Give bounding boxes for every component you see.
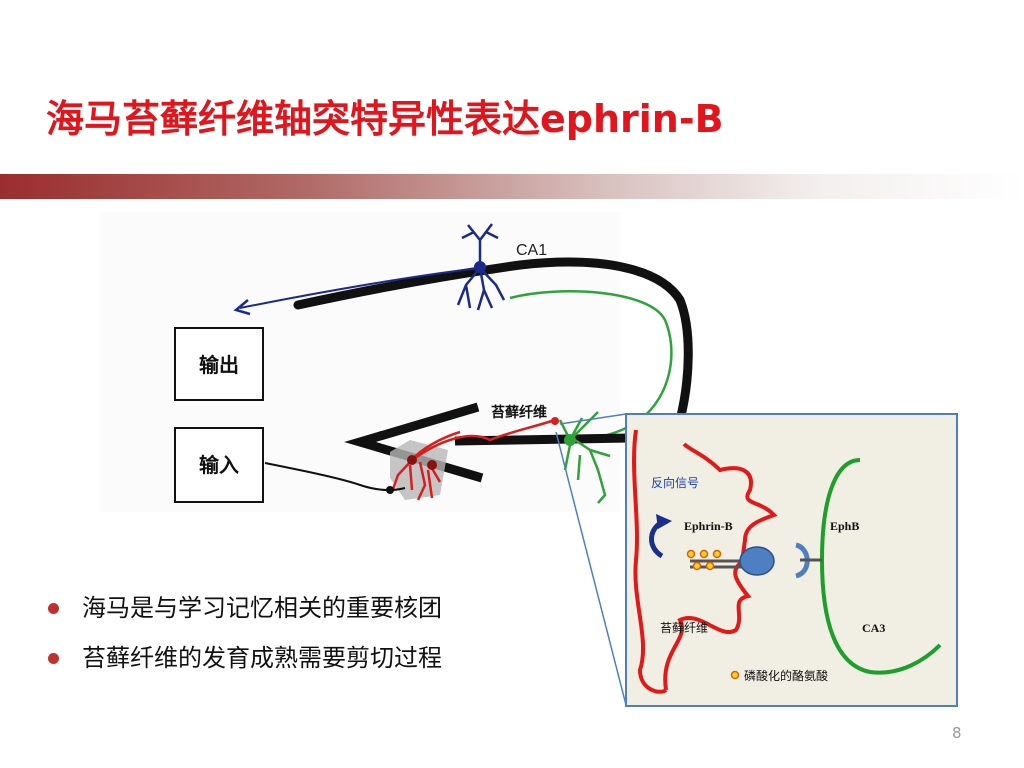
bullet-dot: [48, 653, 59, 664]
inset-mossy-fiber-label: 苔藓纤维: [660, 621, 708, 635]
granule-soma-1: [407, 455, 417, 465]
ca1-output-axon: [239, 267, 481, 309]
input-terminal: [386, 486, 394, 494]
granule-cell-region: [390, 440, 448, 500]
ca3-layer: [454, 433, 631, 446]
ephrin-inset-panel: 反向信号 Ephrin-B EphB 苔藓纤维 CA3 磷酸化的酪氨酸: [625, 413, 958, 707]
zoom-line-bottom: [555, 431, 627, 706]
ca1-pyramidal-layer: [293, 257, 693, 425]
mossy-fiber-membrane: [632, 429, 778, 694]
slide-title: 海马苔藓纤维轴突特异性表达ephrin-B: [46, 97, 724, 141]
ca1-neuron: [233, 223, 506, 316]
zoom-line-top: [559, 413, 627, 425]
reverse-signal-label: 反向信号: [651, 475, 699, 490]
ca1-label: CA1: [516, 242, 547, 259]
page-number: 8: [952, 724, 962, 742]
phospho-tyrosine-dots: [686, 549, 722, 571]
ca3-membrane: [819, 458, 942, 675]
bullet-item: 海马是与学习记忆相关的重要核团: [48, 588, 442, 638]
ephrin-b-protein: [739, 546, 775, 576]
bullet-item: 苔藓纤维的发育成熟需要剪切过程: [48, 638, 442, 688]
ca1-soma: [474, 261, 486, 273]
ephrin-b-label: Ephrin-B: [684, 519, 733, 533]
input-label: 输入: [199, 453, 239, 477]
output-label: 输出: [199, 353, 239, 377]
bullet-list: 海马是与学习记忆相关的重要核团 苔藓纤维的发育成熟需要剪切过程: [48, 588, 442, 688]
output-box: [174, 327, 264, 401]
ca3-soma: [564, 434, 576, 446]
phosphotyrosine-label: 磷酸化的酪氨酸: [744, 668, 828, 683]
input-box: [174, 427, 264, 503]
bullet-text: 海马是与学习记忆相关的重要核团: [82, 594, 442, 622]
ca3-neuron: [558, 411, 611, 504]
bullet-dot: [48, 603, 59, 614]
mossy-fiber-label: 苔藓纤维: [491, 404, 547, 421]
granule-soma-2: [427, 460, 437, 470]
mossy-bouton: [551, 417, 559, 425]
ephb-label: EphB: [830, 519, 859, 533]
legend-dot: [730, 670, 740, 680]
title-accent-band: [0, 174, 1024, 199]
ca3-label: CA3: [862, 621, 885, 635]
bullet-text: 苔藓纤维的发育成熟需要剪切过程: [82, 644, 442, 672]
